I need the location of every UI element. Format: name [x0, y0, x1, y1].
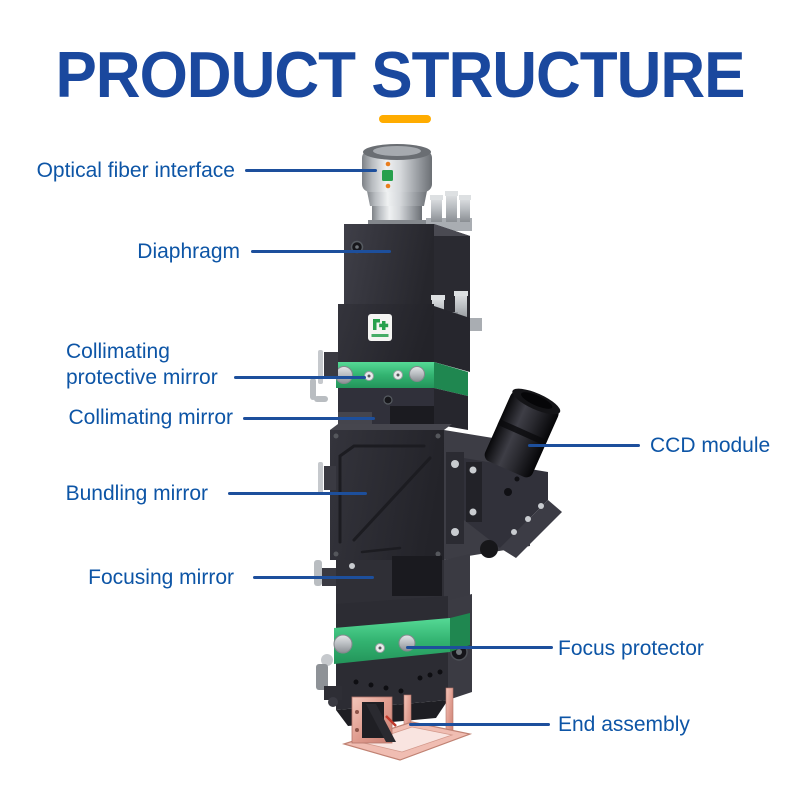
- label-focusing-mirror: Focusing mirror: [88, 566, 234, 589]
- label-focus-protector: Focus protector: [558, 637, 704, 660]
- end-assembly-copper: [341, 687, 473, 761]
- left-clamp-upper: [310, 350, 338, 402]
- focus-protector-band: [333, 613, 470, 664]
- leader-line-focus-protector: [406, 646, 553, 649]
- leader-line-diaphragm: [251, 250, 391, 253]
- collimating-band: [335, 362, 468, 396]
- label-optical-fiber-interface: Optical fiber interface: [36, 159, 235, 182]
- page-title: PRODUCT STRUCTURE: [55, 39, 745, 112]
- label-collimating-mirror: Collimating mirror: [68, 406, 233, 429]
- label-diaphragm: Diaphragm: [137, 240, 240, 263]
- leader-line-bundling-mirror: [228, 492, 367, 495]
- label-ccd-module: CCD module: [650, 434, 771, 457]
- leader-line-end-assembly: [409, 723, 550, 726]
- leader-line-focusing-mirror: [253, 576, 374, 579]
- title-underline: [379, 115, 431, 123]
- left-clamp-lower: [316, 654, 342, 707]
- leader-line-ccd-module: [528, 444, 640, 447]
- ccd-module-assembly: [464, 388, 562, 558]
- leader-line-optical-fiber-interface: [245, 169, 377, 172]
- collimating-mirror-block: [338, 388, 468, 430]
- brand-logo-badge: [368, 314, 392, 341]
- left-clamp-mid: [318, 462, 336, 494]
- leader-line-collimating-mirror: [243, 417, 375, 420]
- fiber-interface-cylinder: [362, 144, 432, 228]
- label-end-assembly: End assembly: [558, 713, 690, 736]
- collimator-body: [338, 304, 470, 372]
- label-collimating-protective-mirror: Collimating protective mirror: [66, 340, 218, 389]
- leader-line-collimating-protective-mirror: [234, 376, 366, 379]
- label-bundling-mirror: Bundling mirror: [65, 482, 208, 505]
